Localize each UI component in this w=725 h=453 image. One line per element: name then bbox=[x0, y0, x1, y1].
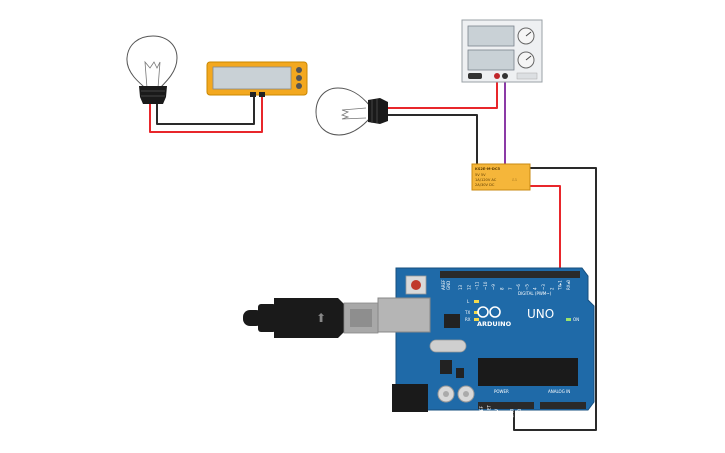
arduino-analog-label: ANALOG IN bbox=[548, 389, 570, 394]
arduino-power-label: POWER bbox=[494, 389, 509, 394]
power-supply-display-current bbox=[467, 49, 515, 71]
pin-label: A4 bbox=[570, 410, 575, 416]
arduino-power-header[interactable] bbox=[478, 402, 534, 409]
pin-label: ~3 bbox=[541, 284, 546, 290]
pin-label: 7 bbox=[508, 287, 513, 290]
arduino-brand: ARDUINO bbox=[477, 320, 512, 328]
pin-label: 3.3V bbox=[494, 409, 499, 418]
pin-label: ~11 bbox=[475, 281, 480, 290]
arduino-logo: ARDUINO UNO bbox=[477, 306, 554, 328]
lightbulb-1[interactable] bbox=[126, 35, 178, 104]
pin-label: GND bbox=[517, 409, 522, 418]
lightbulb-icon bbox=[126, 35, 178, 104]
pin-label: 13 bbox=[458, 284, 463, 290]
power-supply-terminal-minus[interactable] bbox=[502, 73, 508, 79]
arduino-led-tx bbox=[474, 311, 479, 314]
power-supply[interactable] bbox=[461, 19, 543, 83]
pin-label: 12 bbox=[466, 284, 471, 290]
pin-label: 2 bbox=[549, 287, 554, 290]
arduino-dc-jack[interactable] bbox=[392, 384, 428, 412]
relay[interactable]: KS2E-M-DC5 5V 5V 1A/120V AC 2A/30V DC ⎍⎍ bbox=[471, 163, 531, 191]
relay-model-label: KS2E-M-DC5 bbox=[475, 167, 501, 171]
pin-label: Vin bbox=[525, 411, 530, 418]
power-supply-terminal-plus[interactable] bbox=[494, 73, 500, 79]
pin-label: ~9 bbox=[491, 284, 496, 290]
usb-symbol: ⬆ bbox=[316, 311, 326, 325]
multimeter-knob-1[interactable] bbox=[296, 67, 302, 73]
lightbulb-2[interactable] bbox=[315, 87, 388, 136]
pin-label: TX▸1 bbox=[558, 280, 563, 291]
arduino-usb-chip bbox=[444, 314, 460, 328]
power-supply-display-voltage bbox=[467, 25, 515, 47]
relay-spec-3: 2A/30V DC bbox=[475, 183, 495, 187]
arduino-led-rx bbox=[474, 318, 479, 321]
arduino-label-on: ON bbox=[573, 317, 579, 322]
multimeter-display bbox=[212, 66, 292, 90]
lightbulb-icon bbox=[315, 87, 388, 136]
wire-bulb1-red[interactable] bbox=[149, 96, 263, 133]
pin-label: A1 bbox=[547, 410, 552, 416]
pin-label: GND bbox=[509, 409, 514, 418]
arduino-digital-label: DIGITAL (PWM~) bbox=[518, 291, 552, 296]
pin-label: A0 bbox=[540, 410, 545, 416]
pin-label: RESET bbox=[487, 405, 492, 418]
arduino-led-on bbox=[566, 318, 571, 321]
pin-label: A3 bbox=[562, 410, 567, 416]
pin-label: ~6 bbox=[516, 284, 521, 290]
pin-label: A2 bbox=[555, 410, 560, 416]
arduino-digital-header[interactable] bbox=[440, 271, 580, 278]
arduino-label-rx: RX bbox=[465, 317, 471, 322]
multimeter-knob-3[interactable] bbox=[296, 83, 302, 89]
arduino-atmega-chip bbox=[478, 358, 578, 386]
wire-bulb2-black[interactable] bbox=[388, 114, 478, 166]
pin-label: 5V bbox=[502, 412, 507, 418]
arduino-usb-port[interactable] bbox=[377, 297, 431, 333]
relay-spec-1: 5V 5V bbox=[475, 173, 486, 177]
wire-relay-arduino-red[interactable] bbox=[528, 185, 561, 276]
pin-label: A5 bbox=[577, 410, 582, 416]
multimeter[interactable] bbox=[206, 61, 308, 97]
multimeter-probe-port-1[interactable] bbox=[250, 92, 256, 97]
pin-label: ~5 bbox=[524, 284, 529, 290]
pin-label: IOREF bbox=[479, 405, 484, 418]
arduino-gnd-label: GND bbox=[446, 281, 451, 290]
wire-bulb1-black[interactable] bbox=[156, 96, 255, 125]
relay-spec-2: 1A/120V AC bbox=[475, 178, 497, 182]
arduino-label-tx: TX bbox=[464, 310, 470, 315]
arduino-aref-label: AREF bbox=[441, 279, 446, 290]
usb-plug-icon[interactable]: ⬆ bbox=[243, 298, 379, 338]
arduino-led-l bbox=[474, 300, 479, 303]
pin-label: ~10 bbox=[483, 281, 488, 290]
wires bbox=[149, 78, 597, 431]
relay-pins-marks: ⎍⎍ bbox=[512, 178, 518, 182]
pin-label: RX◂0 bbox=[566, 279, 571, 290]
arduino-uno-board[interactable]: L TX RX ON ARDUINO UNO DIGITAL (PWM~) PO… bbox=[377, 267, 595, 418]
power-supply-switch[interactable] bbox=[468, 73, 482, 79]
arduino-label-l: L bbox=[467, 299, 470, 304]
wire-relay-arduino-black[interactable] bbox=[513, 167, 597, 431]
pin-label: 8 bbox=[500, 287, 505, 290]
multimeter-knob-2[interactable] bbox=[296, 75, 302, 81]
arduino-crystal bbox=[429, 339, 467, 353]
arduino-analog-header[interactable] bbox=[540, 402, 586, 409]
pin-label: 4 bbox=[533, 287, 538, 290]
arduino-model: UNO bbox=[527, 307, 554, 321]
multimeter-probe-port-2[interactable] bbox=[259, 92, 265, 97]
wire-bulb2-red[interactable] bbox=[388, 78, 498, 109]
